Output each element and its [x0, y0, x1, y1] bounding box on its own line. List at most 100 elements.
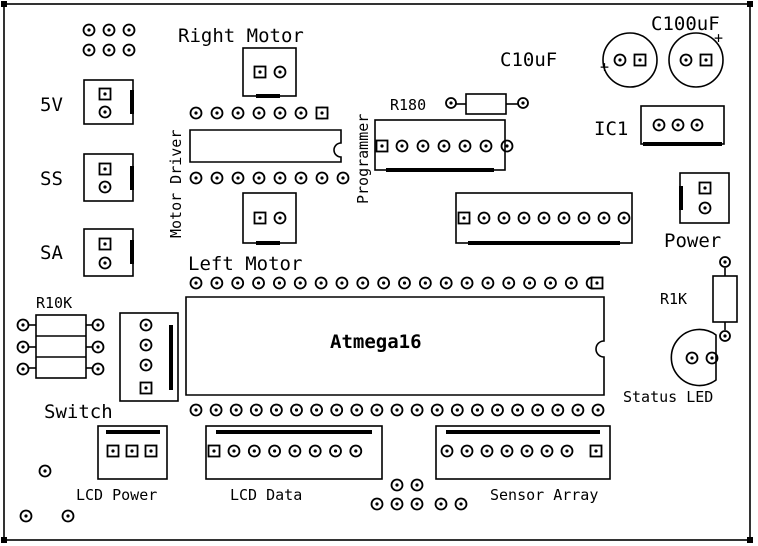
pad-hole — [536, 408, 540, 412]
pad-hole — [278, 176, 282, 180]
pad-hole — [278, 70, 282, 74]
pad-hole — [465, 281, 469, 285]
c10uf-capacitor — [602, 32, 658, 88]
label-c10uf: C10uF — [500, 49, 557, 71]
pad-hole — [278, 111, 282, 115]
pad-hole — [465, 449, 469, 453]
c100uf-capacitor — [668, 32, 724, 88]
label-motor-driver: Motor Driver — [167, 130, 185, 238]
pad-hole — [215, 281, 219, 285]
pad-hole — [232, 449, 236, 453]
pad-hole — [375, 408, 379, 412]
pad-hole — [215, 176, 219, 180]
pad-hole — [545, 449, 549, 453]
pad-hole — [435, 408, 439, 412]
pad-hole — [144, 323, 148, 327]
pad-hole — [313, 449, 317, 453]
pad-hole — [475, 408, 479, 412]
label-r10k: R10K — [36, 294, 72, 312]
label-sa: SA — [40, 242, 63, 264]
pad-hole — [194, 408, 198, 412]
label-programmer: Programmer — [354, 114, 372, 204]
pad-hole — [556, 408, 560, 412]
label-r180: R180 — [390, 96, 426, 114]
r1k-resistor — [712, 275, 738, 323]
pad-hole — [562, 216, 566, 220]
pads-layer — [16, 23, 731, 523]
label-lcd-data: LCD Data — [230, 486, 302, 504]
pad-hole — [582, 216, 586, 220]
pad-hole — [215, 111, 219, 115]
pad-hole — [455, 408, 459, 412]
jumper-ss — [83, 153, 134, 202]
pad-hole — [486, 281, 490, 285]
pad-hole — [21, 323, 25, 327]
pad-hole — [194, 281, 198, 285]
pad-hole — [293, 449, 297, 453]
pad-hole — [103, 110, 107, 114]
pad-hole — [299, 111, 303, 115]
label-r1k: R1K — [660, 290, 687, 308]
motor-driver-ic-outline — [189, 129, 342, 163]
pad-hole — [341, 176, 345, 180]
pad-hole — [340, 281, 344, 285]
pad-hole — [299, 176, 303, 180]
pad-hole — [395, 502, 399, 506]
pad-hole — [505, 449, 509, 453]
pad-hole — [194, 176, 198, 180]
pad-hole — [402, 281, 407, 285]
pad-hole — [111, 449, 115, 453]
pad-hole — [103, 261, 107, 265]
pad-hole — [382, 281, 386, 285]
right-motor-connector — [242, 47, 297, 97]
pad-hole — [710, 356, 714, 360]
pad-hole — [355, 408, 359, 412]
pad-hole — [144, 343, 148, 347]
pad-hole — [445, 449, 449, 453]
pad-hole — [96, 345, 100, 349]
pad-hole — [463, 144, 467, 148]
pad-hole — [236, 281, 240, 285]
pad-hole — [43, 469, 47, 473]
pad-hole — [298, 281, 302, 285]
pad-hole — [130, 449, 134, 453]
pad-hole — [548, 281, 553, 285]
corner-mark — [747, 1, 753, 7]
pad-hole — [294, 408, 299, 412]
pad-hole — [103, 92, 107, 96]
label-left-motor: Left Motor — [188, 253, 302, 275]
pad-hole — [277, 281, 281, 285]
pad-hole — [335, 408, 339, 412]
jumper-sa — [83, 228, 134, 277]
pad-hole — [354, 449, 358, 453]
pad-hole — [569, 281, 573, 285]
label-power: Power — [664, 230, 721, 252]
pad-hole — [415, 408, 419, 412]
pad-hole — [96, 323, 100, 327]
pad-hole — [273, 449, 277, 453]
pad-hole — [214, 408, 218, 412]
pad-hole — [521, 101, 525, 105]
pad-hole — [320, 176, 324, 180]
pad-hole — [421, 144, 425, 148]
pad-hole — [462, 216, 466, 220]
pad-hole — [622, 216, 626, 220]
pad-hole — [395, 408, 399, 412]
pad-hole — [638, 58, 642, 62]
pad-hole — [502, 216, 506, 220]
pad-hole — [254, 408, 258, 412]
pad-hole — [103, 185, 107, 189]
pad-hole — [565, 449, 569, 453]
pad-hole — [274, 408, 278, 412]
pad-hole — [87, 28, 91, 32]
pad-hole — [319, 281, 323, 285]
pad-hole — [542, 216, 546, 220]
pad-hole — [107, 48, 111, 52]
label-ss: SS — [40, 168, 63, 190]
pad-hole — [723, 334, 727, 338]
pad-hole — [684, 58, 688, 62]
corner-mark — [1, 1, 7, 7]
pad-hole — [657, 123, 661, 127]
pad-hole — [528, 281, 532, 285]
